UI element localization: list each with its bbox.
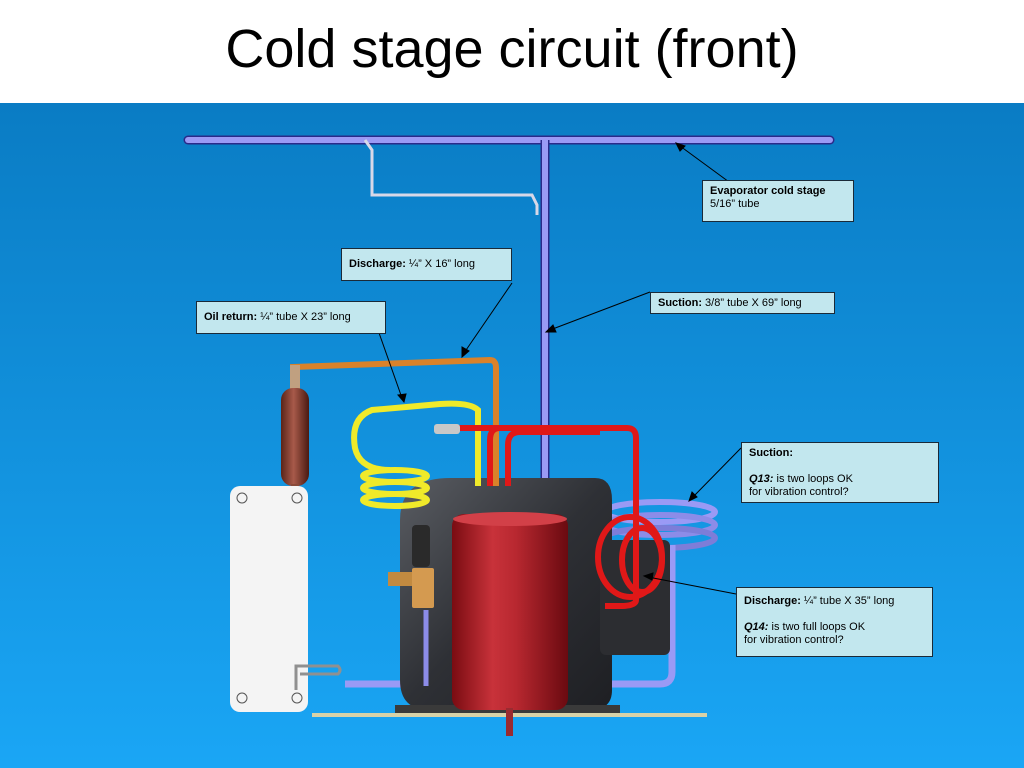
callout-oil-return: Oil return: ¼” tube X 23” long bbox=[196, 301, 386, 334]
accumulator-tank bbox=[452, 512, 568, 736]
callout-discharge-top-label: Discharge: bbox=[349, 258, 406, 270]
q14-text-line1: is two full loops OK bbox=[768, 621, 866, 633]
suction-bottom-line bbox=[345, 545, 676, 688]
callout-suction-top-text: 3/8” tube X 69” long bbox=[702, 297, 802, 309]
q14-label: Q14: bbox=[744, 621, 769, 633]
q13-text-line1: is two loops OK bbox=[773, 473, 853, 485]
callout-discharge-q14-label: Discharge: bbox=[744, 595, 801, 607]
service-valve bbox=[388, 525, 434, 686]
discharge-copper-line bbox=[290, 356, 499, 486]
slide-title: Cold stage circuit (front) bbox=[225, 19, 799, 79]
mounting-panel bbox=[230, 486, 342, 712]
callout-discharge-q14: Discharge: ¼” tube X 35” long Q14: is tw… bbox=[736, 587, 933, 657]
filter-drier bbox=[281, 365, 309, 502]
q14-text-line2: for vibration control? bbox=[744, 634, 844, 646]
callout-discharge-top: Discharge: ¼” X 16” long bbox=[341, 248, 512, 281]
callout-discharge-q14-text: ¼” tube X 35” long bbox=[800, 595, 895, 607]
q13-label: Q13: bbox=[749, 473, 774, 485]
callout-discharge-top-text: ¼” X 16” long bbox=[405, 258, 475, 270]
oil-return-tube bbox=[351, 400, 481, 509]
callout-oil-return-text: ¼” tube X 23” long bbox=[257, 311, 351, 323]
capillary-tube bbox=[363, 139, 539, 215]
discharge-red-tube bbox=[455, 425, 665, 609]
callout-suction-top-label: Suction: bbox=[658, 297, 702, 309]
q13-text-line2: for vibration control? bbox=[749, 486, 849, 498]
callout-oil-return-label: Oil return: bbox=[204, 311, 258, 323]
callout-suction-q13: Suction: Q13: is two loops OK for vibrat… bbox=[741, 442, 939, 503]
discharge-fitting bbox=[434, 424, 460, 434]
callout-evaporator-title: Evaporator cold stage bbox=[710, 185, 826, 197]
callout-evaporator: Evaporator cold stage 5/16” tube bbox=[702, 180, 854, 222]
callout-suction-q13-label: Suction: bbox=[749, 447, 793, 459]
callout-suction-top: Suction: 3/8” tube X 69” long bbox=[650, 292, 835, 314]
callout-evaporator-text: 5/16” tube bbox=[710, 198, 760, 210]
